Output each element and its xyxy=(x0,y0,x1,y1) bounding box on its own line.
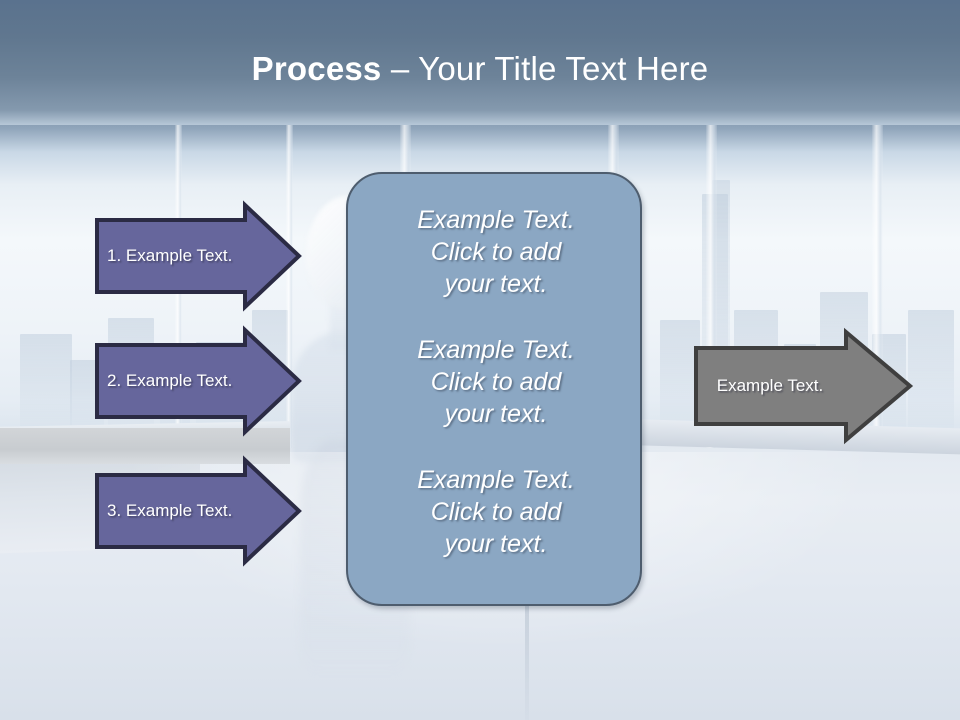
page-title-rest: – Your Title Text Here xyxy=(381,50,709,87)
page-title: Process – Your Title Text Here xyxy=(0,50,960,88)
process-step-arrow-1[interactable]: 1. Example Text. xyxy=(95,200,302,312)
window-mullion xyxy=(872,118,883,448)
desk-edge-band xyxy=(0,428,290,464)
center-content-list: Example Text. Click to add your text. Ex… xyxy=(348,204,644,594)
center-content-card[interactable]: Example Text. Click to add your text. Ex… xyxy=(346,172,642,606)
page-title-bold: Process xyxy=(251,50,382,87)
center-content-block-1: Example Text. Click to add your text. xyxy=(417,206,575,298)
center-content-block-3: Example Text. Click to add your text. xyxy=(417,466,575,558)
window-mullion xyxy=(706,118,717,448)
window-mullion xyxy=(286,118,293,448)
center-content-block-2: Example Text. Click to add your text. xyxy=(417,336,575,428)
title-banner xyxy=(0,0,960,125)
process-step-arrow-3[interactable]: 3. Example Text. xyxy=(95,455,302,567)
process-output-arrow[interactable]: Example Text. xyxy=(694,327,914,445)
desk-seam xyxy=(525,600,529,720)
process-step-arrow-2[interactable]: 2. Example Text. xyxy=(95,325,302,437)
